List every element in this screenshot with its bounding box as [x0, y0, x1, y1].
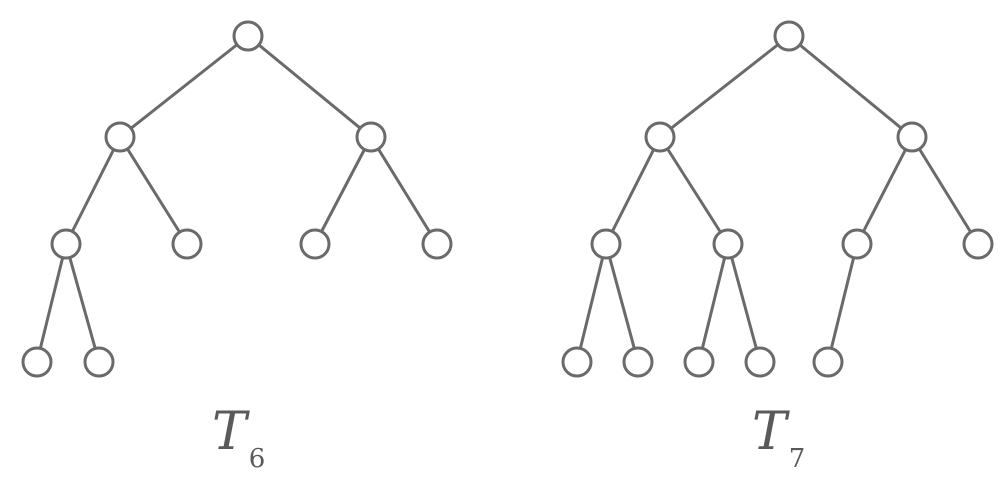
tree-edge: [658, 34, 791, 139]
tree-edge: [910, 135, 980, 246]
tree-edge: [826, 242, 859, 364]
tree-node: [683, 346, 715, 378]
tree-node: [171, 228, 203, 260]
tree-label-letter: T: [752, 402, 787, 462]
tree-node: [50, 228, 82, 260]
tree-edge: [313, 135, 373, 246]
tree-edge: [118, 34, 250, 139]
tree-label-subscript: 7: [788, 444, 806, 474]
tree-node: [355, 121, 387, 153]
tree-node: [644, 121, 676, 153]
tree-node: [773, 20, 805, 52]
tree-label-letter: T: [212, 402, 247, 462]
tree-edge: [658, 135, 730, 246]
tree-edge: [246, 34, 373, 139]
tree-label-t7: T7: [752, 402, 852, 482]
tree-node: [561, 346, 593, 378]
tree-edge: [787, 34, 914, 139]
tree-node: [590, 228, 622, 260]
tree-node: [21, 346, 53, 378]
tree-t7: [561, 20, 994, 378]
tree-edge: [575, 242, 608, 364]
tree-t6: [21, 20, 453, 378]
tree-node: [421, 228, 453, 260]
tree-edge: [604, 242, 640, 364]
tree-node: [104, 121, 136, 153]
tree-label-subscript: 6: [248, 444, 266, 474]
tree-edge: [855, 135, 914, 246]
tree-node: [962, 228, 994, 260]
tree-edge: [697, 242, 730, 364]
tree-edge: [604, 135, 662, 246]
tree-node: [744, 346, 776, 378]
tree-node: [83, 346, 115, 378]
tree-node: [841, 228, 873, 260]
tree-edge: [726, 242, 762, 364]
tree-node: [712, 228, 744, 260]
tree-edge: [118, 135, 189, 246]
tree-edge: [64, 135, 122, 246]
tree-node: [896, 121, 928, 153]
tree-node: [299, 228, 331, 260]
tree-node: [232, 20, 264, 52]
tree-edge: [35, 242, 68, 364]
tree-node: [622, 346, 654, 378]
tree-edge: [369, 135, 439, 246]
tree-edge: [64, 242, 101, 364]
tree-label-t6: T6: [212, 402, 312, 482]
tree-node: [812, 346, 844, 378]
